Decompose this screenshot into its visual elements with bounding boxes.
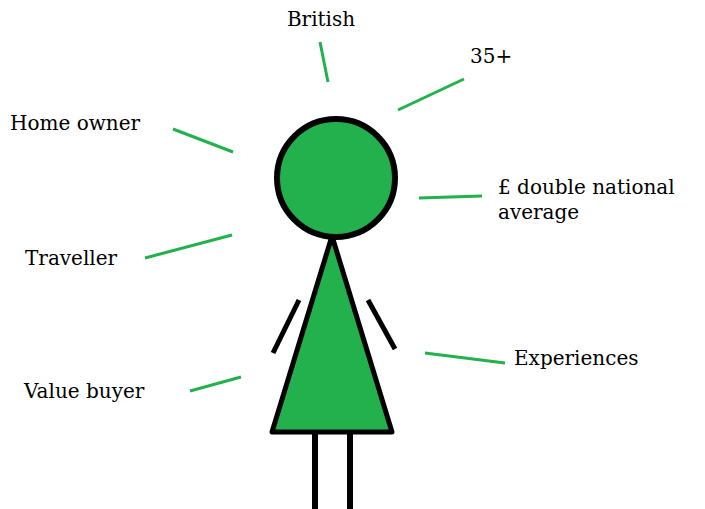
leader-line (398, 79, 464, 110)
right-leg (347, 430, 353, 509)
leader-line (425, 353, 505, 363)
leader-line (320, 42, 328, 82)
label-text: Value buyer (24, 379, 144, 404)
label-text: 35+ (470, 44, 512, 69)
left-arm (273, 300, 299, 353)
leader-line (145, 235, 232, 258)
label-text: British (287, 7, 355, 32)
leader-line (419, 196, 482, 198)
dress-body (272, 236, 392, 432)
left-leg (312, 430, 318, 509)
right-arm (368, 300, 395, 349)
leader-line (173, 129, 233, 152)
head-circle (277, 119, 395, 237)
label-text: £ double national average (498, 175, 698, 225)
leader-line (190, 377, 241, 391)
label-text: Home owner (10, 111, 140, 136)
label-text: Traveller (25, 246, 117, 271)
label-text: Experiences (514, 346, 639, 371)
